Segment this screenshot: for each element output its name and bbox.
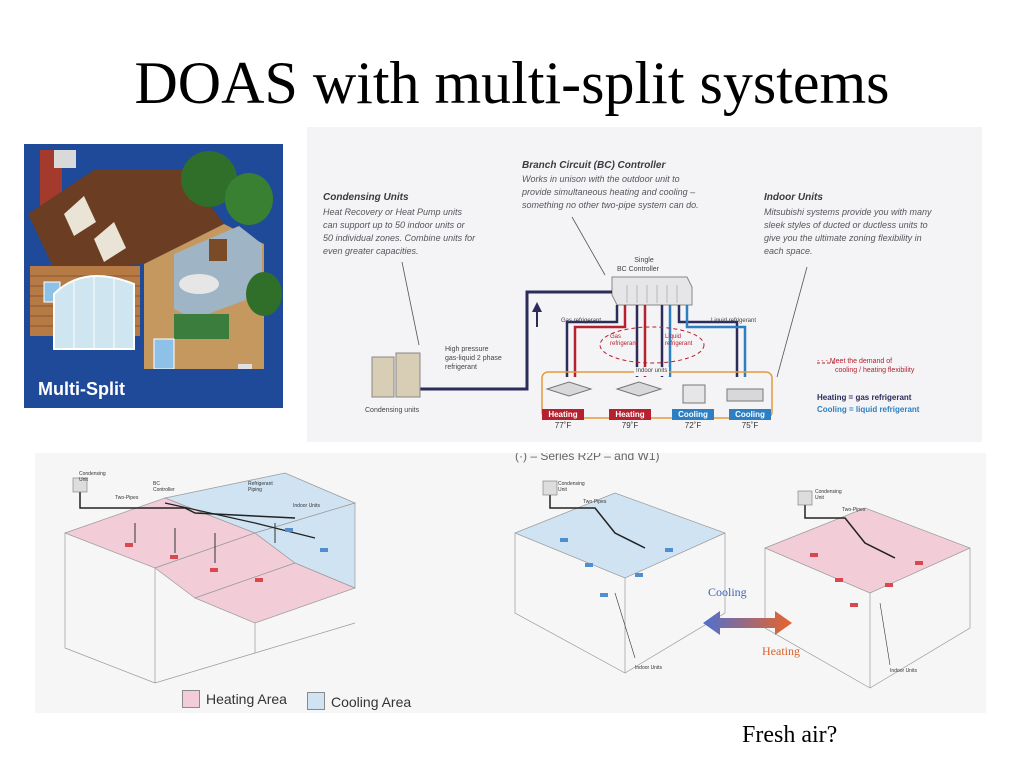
label-line: Condensing bbox=[79, 471, 106, 477]
right-two-pipes-label: Two-Pipes bbox=[842, 507, 866, 513]
liquid-refrigerant-small: Liquid refrigerant bbox=[665, 334, 692, 348]
middle-indoor-units-label: Indoor Units bbox=[635, 665, 662, 671]
zone-mode-tag: Heating bbox=[542, 409, 584, 420]
meet-demand-line: - - - Meet the demand of bbox=[817, 358, 893, 365]
high-pressure-line: High pressure bbox=[445, 346, 489, 353]
gas-small-line: refrigerant bbox=[610, 341, 638, 347]
heating-gas-legend: Heating = gas refrigerant bbox=[817, 393, 912, 402]
zone-temperature: 75˚F bbox=[741, 421, 759, 430]
single-bc-line: BC Controller bbox=[616, 266, 659, 273]
indoor-body-line: each space. bbox=[764, 246, 813, 256]
floor-plan-graphics bbox=[63, 472, 971, 689]
single-bc-line: Single bbox=[634, 257, 654, 264]
left-condensing-unit-label: Condensing Unit bbox=[79, 471, 106, 483]
floor-plan-image: (·) – Series R2P – and W1) Condensing Un… bbox=[35, 453, 986, 713]
label-line: Unit bbox=[79, 477, 88, 483]
gas-refrigerant-label: Gas refrigerant bbox=[561, 318, 602, 324]
condensing-body-line: Heat Recovery or Heat Pump units bbox=[323, 207, 463, 217]
multi-split-house-image: Multi-Split bbox=[24, 144, 283, 408]
heating-area-swatch bbox=[182, 690, 200, 708]
cropped-series-text: (·) – Series R2P – and W1) bbox=[515, 453, 660, 463]
label-line: Unit bbox=[558, 487, 567, 493]
indoor-body-line: give you the ultimate zoning flexibility… bbox=[764, 233, 922, 243]
left-two-pipes-label: Two-Pipes bbox=[115, 495, 139, 501]
condensing-units-body: Heat Recovery or Heat Pump units can sup… bbox=[323, 206, 475, 258]
zone-mode-tag: Cooling bbox=[672, 409, 714, 420]
middle-condensing-unit-label: Condensing Unit bbox=[558, 481, 585, 493]
liquid-small-line: Liquid bbox=[665, 334, 682, 340]
single-bc-label: Single BC Controller bbox=[617, 256, 661, 274]
label-line: BC bbox=[153, 481, 160, 487]
condensing-body-line: 50 individual zones. Combine units for bbox=[323, 233, 476, 243]
gas-refrigerant-small: Gas refrigerant bbox=[610, 334, 637, 348]
indoor-body-line: Mitsubishi systems provide you with many bbox=[764, 207, 932, 217]
condensing-body-line: can support up to 50 indoor units or bbox=[323, 220, 465, 230]
heating-arrow-label: Heating bbox=[762, 644, 800, 658]
zone-temperature: 72˚F bbox=[684, 421, 702, 430]
heating-area-legend: Heating Area bbox=[206, 691, 287, 707]
condensing-units-heading: Condensing Units bbox=[323, 192, 409, 203]
label-line: Condensing bbox=[558, 481, 585, 487]
slide-title: DOAS with multi-split systems bbox=[134, 50, 890, 116]
house-illustration bbox=[24, 144, 283, 408]
cooling-arrow-label: Cooling bbox=[708, 585, 747, 599]
label-line: Refrigerant bbox=[248, 481, 273, 487]
cooling-liquid-legend: Cooling = liquid refrigerant bbox=[817, 405, 920, 414]
condensing-body-line: even greater capacities. bbox=[323, 246, 419, 256]
bc-diagram-graphics bbox=[371, 216, 835, 419]
label-line: Unit bbox=[815, 495, 824, 501]
left-bc-controller-label: BC Controller bbox=[153, 481, 175, 493]
right-condensing-unit-label: Condensing Unit bbox=[815, 489, 842, 501]
high-pressure-line: gas-liquid 2 phase bbox=[445, 355, 502, 362]
multi-split-caption: Multi-Split bbox=[38, 379, 125, 399]
label-line: Condensing bbox=[815, 489, 842, 495]
indoor-units-heading: Indoor Units bbox=[764, 192, 823, 203]
bc-controller-body: Works in unison with the outdoor unit to… bbox=[522, 173, 699, 212]
bc-controller-heading: Branch Circuit (BC) Controller bbox=[522, 160, 666, 171]
bc-body-line: provide simultaneous heating and cooling… bbox=[522, 187, 696, 197]
fresh-air-note: Fresh air? bbox=[742, 722, 838, 748]
zone-temperature: 79˚F bbox=[621, 421, 639, 430]
zone-mode-tag: Cooling bbox=[729, 409, 771, 420]
cooling-area-legend: Cooling Area bbox=[331, 694, 412, 710]
middle-two-pipes-label: Two-Pipes bbox=[583, 499, 607, 505]
high-pressure-label: High pressure gas-liquid 2 phase refrige… bbox=[445, 345, 502, 372]
bc-body-line: Works in unison with the outdoor unit to bbox=[522, 174, 680, 184]
zone-temperature: 77˚F bbox=[554, 421, 572, 430]
indoor-units-small: Indoor units bbox=[634, 367, 670, 376]
left-refrigerant-piping-label: Refrigerant Piping bbox=[248, 481, 273, 493]
cooling-area-swatch bbox=[307, 692, 325, 710]
indoor-body-line: sleek styles of ducted or ductless units… bbox=[764, 220, 928, 230]
bc-controller-diagram: Condensing Units Heat Recovery or Heat P… bbox=[307, 127, 982, 442]
bc-body-line: something no other two-pipe system can d… bbox=[522, 200, 699, 210]
zone-mode-tag: Heating bbox=[609, 409, 651, 420]
liquid-small-line: refrigerant bbox=[665, 341, 693, 347]
meet-demand-line: cooling / heating flexibility bbox=[835, 367, 915, 374]
meet-demand-note: - - - Meet the demand of cooling / heati… bbox=[817, 357, 914, 375]
label-line: Piping bbox=[248, 487, 262, 493]
right-indoor-units-label: Indoor Units bbox=[890, 668, 917, 674]
condensing-units-label: Condensing units bbox=[365, 407, 420, 414]
gas-small-line: Gas bbox=[610, 334, 622, 340]
indoor-units-body: Mitsubishi systems provide you with many… bbox=[764, 206, 932, 258]
label-line: Controller bbox=[153, 487, 175, 493]
high-pressure-line: refrigerant bbox=[445, 364, 477, 371]
liquid-refrigerant-label: Liquid refrigerant bbox=[711, 318, 757, 324]
left-indoor-units-label: Indoor Units bbox=[293, 503, 320, 509]
